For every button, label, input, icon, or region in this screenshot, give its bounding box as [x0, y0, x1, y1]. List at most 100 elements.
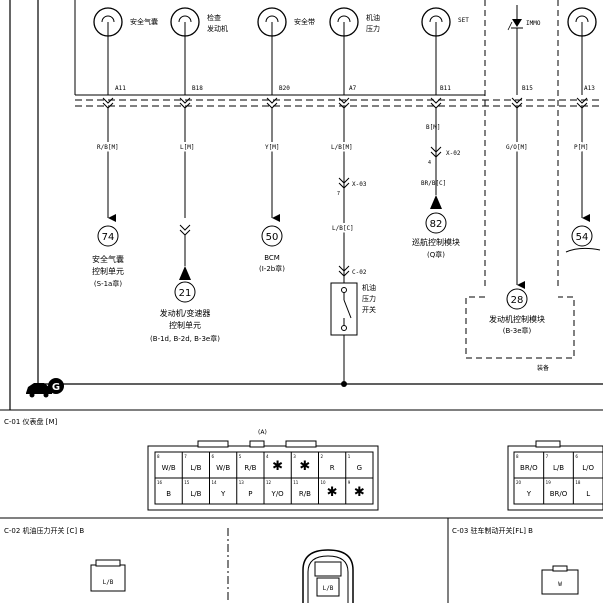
indicator-cruise-set: SET [421, 7, 469, 37]
panel-c03-title: C-03 驻车制动开关[FL] B [452, 526, 533, 535]
indicator-label: 检查 [207, 13, 221, 22]
indicator-label: 压力 [366, 24, 380, 33]
pin-label: B15 [522, 85, 533, 92]
ground-junction [341, 381, 347, 387]
ref-28: 28 发动机控制模块 (B-3e章) [489, 288, 545, 335]
wire-label-bg: L[M] [180, 144, 194, 151]
c01a-pin-label: ✱ [354, 485, 365, 500]
svg-text:W: W [558, 581, 562, 588]
svg-text:(S-1a章): (S-1a章) [94, 279, 122, 288]
connector-x02-pin: 4 [428, 160, 431, 166]
c01a-pin-label: Y/O [271, 490, 285, 498]
c02-connector-right: L/B [302, 549, 354, 603]
svg-text:(B-1d, B-2d, B-3e章): (B-1d, B-2d, B-3e章) [150, 334, 220, 343]
c01b-pin-label: L [586, 490, 590, 498]
wire-label: P[M] [574, 144, 588, 151]
c01a-pin-label: W/B [216, 464, 230, 472]
wire-label: L[M] [180, 144, 194, 151]
wire-label: Y[M] [265, 144, 279, 151]
connector-x03: X-03 [352, 181, 367, 188]
indicator-label: IMMO [526, 20, 541, 27]
svg-text:控制单元: 控制单元 [92, 266, 124, 276]
ref-50: 50 BCM (I-2b章) [259, 225, 285, 273]
c01a-pin-label: G [357, 464, 362, 472]
indicator-immo: IMMO [507, 5, 597, 40]
svg-text:74: 74 [102, 232, 115, 243]
c01a-pin-number: 3 [293, 454, 296, 459]
indicator-check-engine: 检查 发动机 [170, 7, 228, 37]
connector-c01-a: 8W/B7L/B6W/B5R/B4✱3✱2R1G16B15L/B14Y13P12… [147, 440, 379, 511]
svg-text:50: 50 [266, 232, 279, 243]
svg-text:巡航控制模块: 巡航控制模块 [412, 237, 460, 247]
c01b-pin-label: Y [526, 490, 532, 498]
oil-pressure-switch-symbol [330, 282, 358, 384]
c01a-pin-label: R/B [244, 464, 256, 472]
indicator-oil-pressure: 机油 压力 [329, 7, 380, 37]
c01a-pin-label: B [166, 490, 171, 498]
pin-label: B18 [192, 85, 203, 92]
c01a-pin-label: P [248, 490, 252, 498]
c01a-pin-number: 11 [293, 480, 299, 485]
indicator-airbag: 安全气囊 [93, 7, 158, 37]
option-box-label: 装备 [537, 364, 549, 372]
wire-label-bg: R/B[M] [97, 144, 119, 151]
c01a-pin-label: W/B [162, 464, 176, 472]
wire-label-bg: L/B[M] [331, 144, 353, 151]
svg-text:控制单元: 控制单元 [169, 320, 201, 330]
indicator-label: 安全气囊 [130, 17, 158, 26]
svg-text:发动机/变速器: 发动机/变速器 [160, 308, 211, 318]
c01a-pin-number: 13 [239, 480, 245, 485]
wire-label: B[M] [426, 124, 440, 131]
wire-label: R/B[M] [97, 144, 119, 151]
svg-text:28: 28 [511, 295, 524, 306]
ref-82: 82 巡航控制模块 (Q章) [412, 212, 460, 259]
switch-label: 机油 [362, 283, 376, 292]
panel-c01-conn-label: (A) [258, 429, 267, 436]
pin-labels: A11 B18 B20 A7 B11 B15 A13 [115, 85, 595, 92]
c01a-pin-number: 5 [239, 454, 242, 459]
ground-label: G [52, 382, 60, 393]
c01b-pin-number: 19 [546, 480, 552, 485]
svg-text:54: 54 [576, 232, 589, 243]
ref-74: 74 安全气囊 控制单元 (S-1a章) [92, 225, 124, 288]
connector-x02: X-02 [446, 150, 461, 157]
c01a-pin-label: L/B [190, 490, 201, 498]
connector-c02: C-02 [352, 269, 367, 276]
c01b-pin-number: 8 [516, 454, 519, 459]
wire-label-brbc: BR/B[C] [421, 180, 446, 187]
indicator-seatbelt: 安全带 [257, 7, 315, 37]
c01a-pin-number: 14 [212, 480, 218, 485]
pin-label: B20 [279, 85, 290, 92]
pin-label: B11 [440, 85, 451, 92]
pin-label: A7 [349, 85, 357, 92]
c01a-pin-label: L/B [190, 464, 201, 472]
wire-label-bg: L/B[C] [332, 225, 354, 232]
car-ground-icon [26, 383, 52, 398]
c01b-pin-number: 6 [575, 454, 578, 459]
c01b-pin-number: 18 [575, 480, 581, 485]
pin-label: A11 [115, 85, 126, 92]
c02-connector-left: L/B [90, 559, 126, 592]
indicator-label: 安全带 [294, 17, 315, 26]
c01a-pin-number: 8 [157, 454, 160, 459]
switch-label: 压力 [362, 294, 376, 303]
wire-label: L/B[M] [331, 144, 353, 151]
svg-text:(Q章): (Q章) [427, 250, 445, 259]
c01a-pin-label: ✱ [327, 485, 338, 500]
c01a-pin-number: 2 [321, 454, 324, 459]
c01b-pin-label: L/B [553, 464, 564, 472]
c03-connector: W [541, 565, 579, 595]
ground-badge [48, 378, 64, 394]
c01b-pin-number: 20 [516, 480, 522, 485]
ref-54: 54 [565, 225, 601, 253]
option-box [465, 296, 575, 359]
connector-x03-pin: 7 [337, 191, 340, 197]
c01a-pin-number: 4 [266, 454, 269, 459]
c01a-pin-label: R/B [299, 490, 311, 498]
c01b-pin-number: 7 [546, 454, 549, 459]
wire-label-lbc: L/B[C] [332, 225, 354, 232]
c01a-pin-number: 15 [184, 480, 190, 485]
c01a-pin-number: 16 [157, 480, 163, 485]
